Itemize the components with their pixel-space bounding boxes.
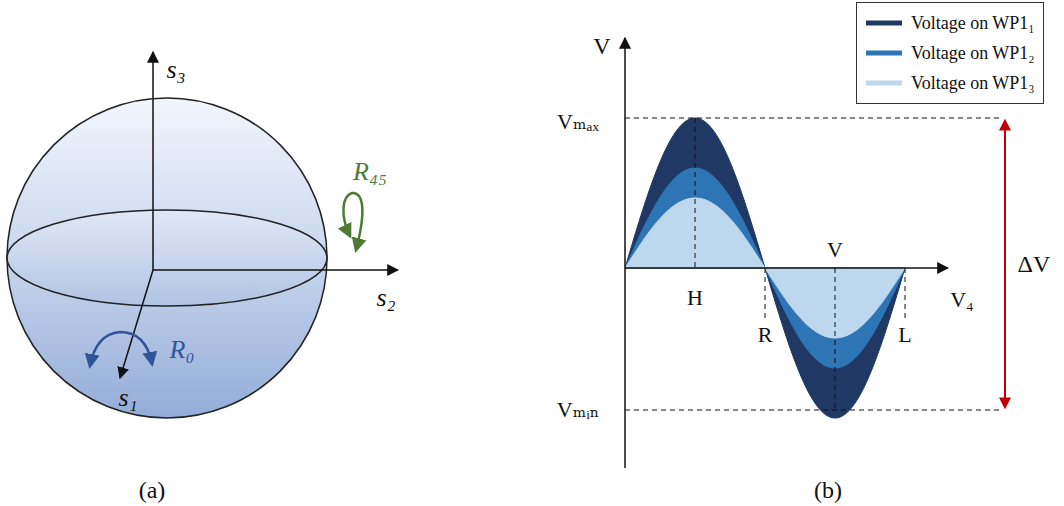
legend-row: Voltage on WP1₃ [865, 68, 1035, 98]
axis-label: s₃ [166, 57, 185, 83]
rotation-label: R₀ [170, 337, 195, 363]
level-label: Vₘₐₓ [557, 111, 599, 133]
legend-sample [865, 47, 903, 59]
axis-label: s₂ [376, 285, 395, 311]
legend-text: Voltage on WP1₃ [911, 73, 1035, 94]
axis-s3 [152, 52, 154, 270]
poincare-sphere [7, 98, 327, 418]
rotation-arrow [343, 193, 362, 250]
range-arrow [1004, 121, 1006, 407]
legend-text: Voltage on WP1₁ [911, 13, 1035, 34]
axis-v4 [625, 267, 948, 269]
legend-row: Voltage on WP1₁ [865, 8, 1035, 38]
axis-label: V₄ [950, 289, 974, 311]
range-label: ΔV [1018, 252, 1051, 276]
legend-row: Voltage on WP1₂ [865, 38, 1035, 68]
axis-s1 [120, 270, 153, 378]
axis-label: s₁ [118, 385, 137, 411]
tick-label: V [827, 239, 843, 261]
guide-lines [625, 118, 1000, 410]
axis-v [624, 38, 626, 468]
level-label: Vₘᵢₙ [557, 399, 600, 421]
rotation-label: R₄₅ [353, 159, 387, 185]
tick-label: R [758, 324, 773, 346]
rotation-arrow [90, 332, 152, 366]
axis-s2 [153, 269, 398, 271]
legend-sample [865, 17, 903, 29]
panel-label: (b) [814, 478, 842, 502]
panel-label: (a) [139, 478, 166, 502]
equator [7, 210, 327, 306]
axis-label: V [593, 34, 610, 58]
tick-label: H [687, 287, 703, 309]
legend-sample [865, 77, 903, 89]
tick-label: L [898, 324, 911, 346]
legend-text: Voltage on WP1₂ [911, 43, 1035, 64]
legend-box: Voltage on WP1₁ Voltage on WP1₂ Voltage on… [856, 2, 1044, 104]
